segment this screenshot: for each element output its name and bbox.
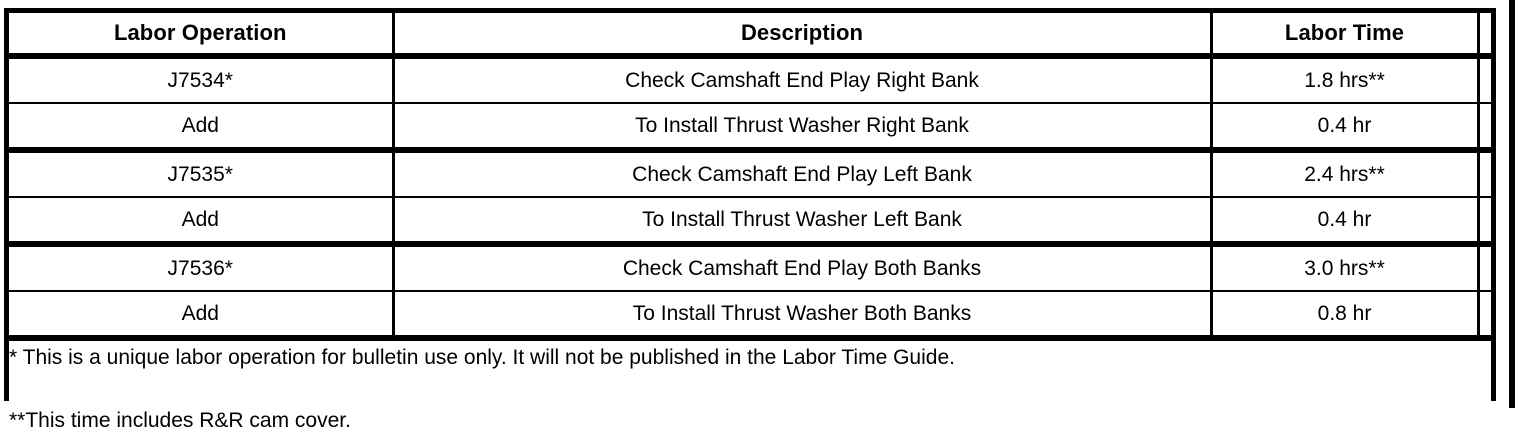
- cell-spacer: [1478, 291, 1491, 341]
- labor-operations-table: Labor Operation Description Labor Time J…: [9, 13, 1491, 437]
- table-row: Add To Install Thrust Washer Left Bank 0…: [9, 197, 1491, 247]
- cell-labor-time: 0.4 hr: [1211, 103, 1480, 153]
- column-header-labor-operation: Labor Operation: [9, 13, 395, 59]
- cell-labor-time: 0.8 hr: [1211, 291, 1480, 341]
- cell-description: Check Camshaft End Play Left Bank: [393, 150, 1213, 198]
- cell-labor-operation: J7535*: [9, 150, 395, 198]
- cell-labor-operation: J7536*: [9, 244, 395, 292]
- footnote-double-asterisk: **This time includes R&R cam cover.: [9, 409, 351, 432]
- table-header-row: Labor Operation Description Labor Time: [9, 13, 1491, 59]
- cell-labor-operation: J7534*: [9, 56, 395, 104]
- column-header-spacer: [1478, 13, 1491, 59]
- cell-spacer: [1478, 103, 1491, 153]
- table-row: J7534* Check Camshaft End Play Right Ban…: [9, 56, 1491, 104]
- cell-description: To Install Thrust Washer Right Bank: [393, 103, 1213, 153]
- cell-description: Check Camshaft End Play Right Bank: [393, 56, 1213, 104]
- cell-spacer: [1478, 150, 1491, 198]
- footnote-single-asterisk: * This is a unique labor operation for b…: [9, 346, 955, 369]
- footnotes-row: * This is a unique labor operation for b…: [9, 338, 1491, 437]
- cell-labor-time: 0.4 hr: [1211, 197, 1480, 247]
- cell-labor-time: 3.0 hrs**: [1211, 244, 1480, 292]
- document-page: Labor Operation Description Labor Time J…: [4, 0, 1515, 437]
- table-row: J7536* Check Camshaft End Play Both Bank…: [9, 244, 1491, 292]
- cell-labor-operation: Add: [9, 291, 395, 341]
- table-row: Add To Install Thrust Washer Right Bank …: [9, 103, 1491, 153]
- cell-description: To Install Thrust Washer Both Banks: [393, 291, 1213, 341]
- table-row: Add To Install Thrust Washer Both Banks …: [9, 291, 1491, 341]
- column-header-description: Description: [393, 13, 1213, 59]
- cell-spacer: [1478, 197, 1491, 247]
- cell-labor-operation: Add: [9, 103, 395, 153]
- cell-spacer: [1478, 244, 1491, 292]
- page-edge-rule: [1509, 0, 1515, 408]
- cell-description: To Install Thrust Washer Left Bank: [393, 197, 1213, 247]
- column-header-labor-time: Labor Time: [1211, 13, 1480, 59]
- table-body: J7534* Check Camshaft End Play Right Ban…: [9, 56, 1491, 437]
- cell-spacer: [1478, 56, 1491, 104]
- cell-labor-operation: Add: [9, 197, 395, 247]
- table-header: Labor Operation Description Labor Time: [9, 13, 1491, 59]
- table-row: J7535* Check Camshaft End Play Left Bank…: [9, 150, 1491, 198]
- cell-labor-time: 2.4 hrs**: [1211, 150, 1480, 198]
- footnotes-cell: * This is a unique labor operation for b…: [9, 338, 1491, 437]
- labor-operations-table-container: Labor Operation Description Labor Time J…: [4, 8, 1496, 437]
- cell-description: Check Camshaft End Play Both Banks: [393, 244, 1213, 292]
- cell-labor-time: 1.8 hrs**: [1211, 56, 1480, 104]
